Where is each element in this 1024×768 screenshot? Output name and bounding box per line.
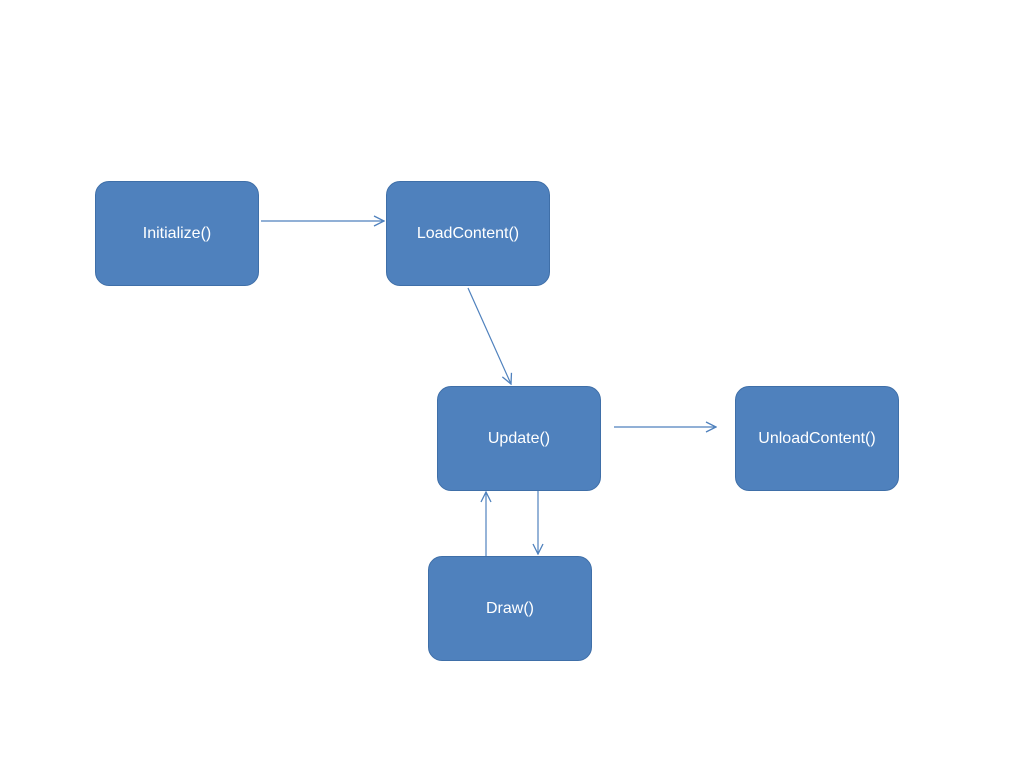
node-draw: Draw(): [428, 556, 592, 661]
node-initialize-label: Initialize(): [142, 224, 212, 242]
node-unloadcontent: UnloadContent(): [735, 386, 899, 491]
edges-layer: [261, 221, 716, 556]
node-update-label: Update(): [487, 429, 551, 447]
node-loadcontent: LoadContent(): [386, 181, 550, 286]
edge-loadcontent-to-update: [467, 287, 511, 384]
node-draw-label: Draw(): [486, 599, 534, 617]
node-unloadcontent-label: UnloadContent(): [758, 429, 876, 447]
node-initialize: Initialize(): [95, 181, 259, 286]
node-loadcontent-label: LoadContent(): [416, 224, 520, 242]
node-update: Update(): [437, 386, 601, 491]
